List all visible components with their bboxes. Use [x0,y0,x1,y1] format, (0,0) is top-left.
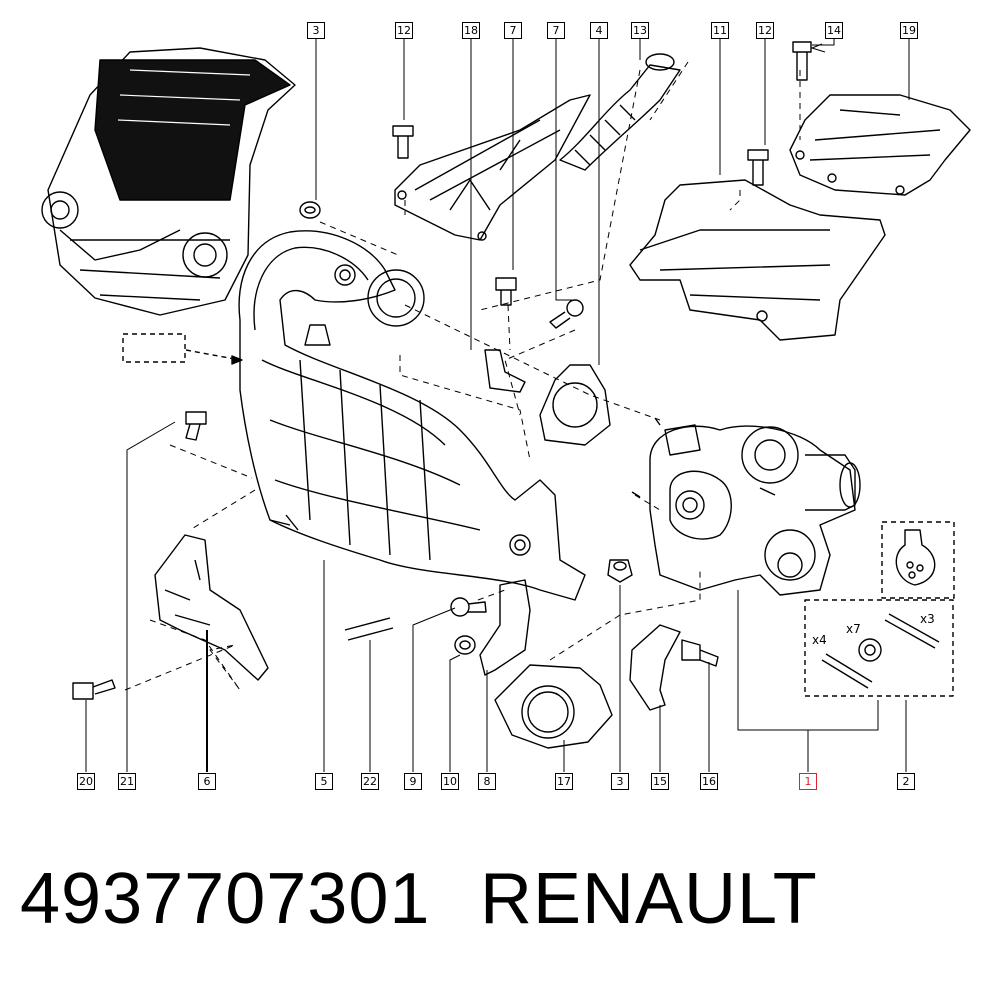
bracket-15 [629,624,681,711]
callout-14: 14 [825,22,843,39]
callout-7-a: 7 [504,22,522,39]
engine-illustration [41,47,296,316]
callout-3-top: 3 [307,22,325,39]
heat-shield-11 [629,179,886,341]
callout-13: 13 [631,22,649,39]
callout-12-top-right: 12 [756,22,774,39]
bolt-7-a [495,277,517,306]
bolt-21 [185,411,207,441]
quantity-x3: x3 [920,612,935,626]
bracket-6 [154,534,269,681]
callout-5: 5 [315,773,333,790]
exploded-parts-diagram [41,38,971,772]
stud-x4 [821,653,873,689]
callout-17: 17 [555,773,573,790]
gasket-17 [494,664,613,749]
callout-10: 10 [441,773,459,790]
stud-22 [344,617,394,641]
bolt-16 [681,639,719,667]
callout-12-top-left: 12 [395,22,413,39]
callout-6: 6 [198,773,216,790]
quantity-x4: x4 [812,633,827,647]
stud-x3 [884,613,940,649]
callout-2: 2 [897,773,915,790]
washer-bag [895,529,936,586]
callout-18: 18 [462,22,480,39]
catalytic-converter [238,230,586,601]
nut-x7 [858,638,882,662]
turbocharger [649,424,861,596]
bolt-7-b [549,299,584,329]
bolt-20 [72,679,116,700]
bolt-14 [792,41,812,81]
callout-4: 4 [590,22,608,39]
washer-kit-box [881,521,955,599]
bolt-9 [450,597,487,617]
callout-22: 22 [361,773,379,790]
reference-box [122,333,186,363]
quantity-x7: x7 [846,622,861,636]
callout-7-b: 7 [547,22,565,39]
callout-9: 9 [404,773,422,790]
bracket-8 [479,579,531,676]
heat-shield-18 [394,94,591,241]
heat-shield-19 [789,94,971,196]
flexible-pipe [559,53,681,171]
nut-3-top [299,201,321,219]
bolt-12-left [392,125,414,159]
callout-1-highlighted: 1 [799,773,817,790]
nut-3-bottom [607,559,633,583]
callout-8: 8 [478,773,496,790]
bracket-18 [484,349,526,393]
bolt-12-right [747,149,769,186]
callout-21: 21 [118,773,136,790]
callout-20: 20 [77,773,95,790]
callout-3-bottom: 3 [611,773,629,790]
callout-16: 16 [700,773,718,790]
gasket-4 [539,364,611,446]
callout-19: 19 [900,22,918,39]
brand-name: RENAULT [480,859,818,939]
stud-kit-box [804,599,954,697]
part-number: 4937707301 [20,859,431,939]
callout-15: 15 [651,773,669,790]
callout-11: 11 [711,22,729,39]
nut-10 [454,635,476,655]
